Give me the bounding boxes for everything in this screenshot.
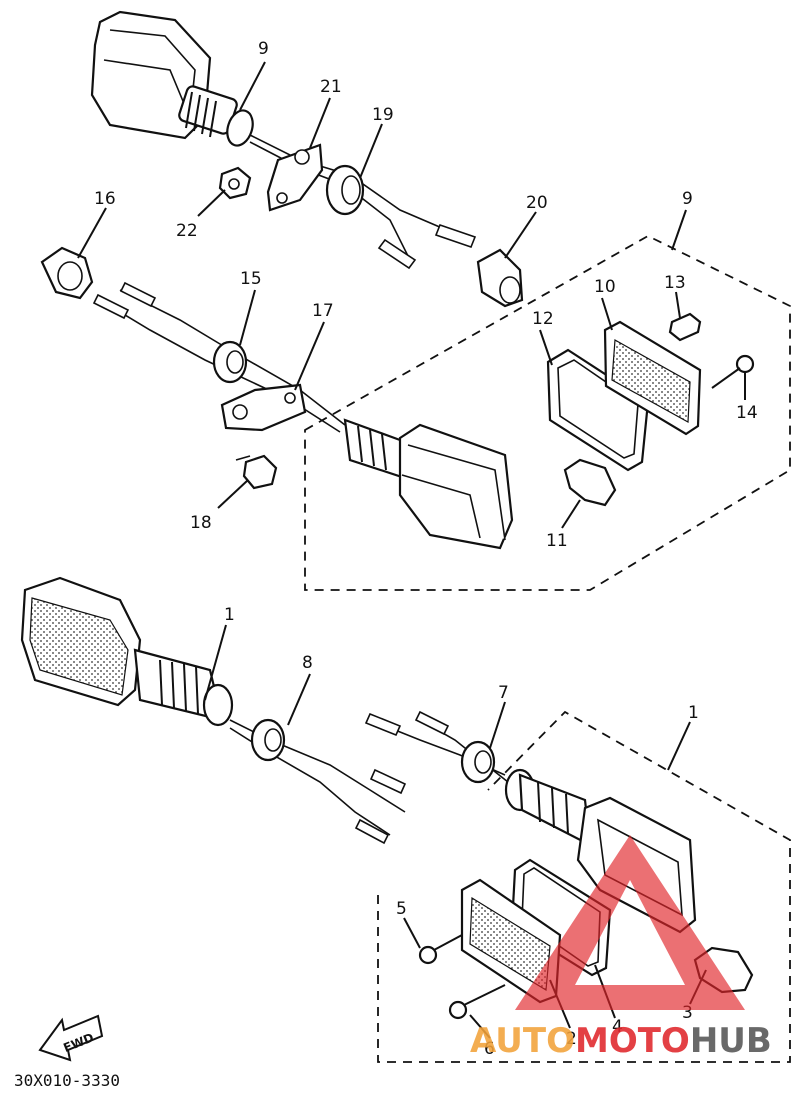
flasher-light-assembly-middle bbox=[92, 281, 514, 550]
callout-20: 20 bbox=[526, 193, 548, 213]
screw-6 bbox=[448, 984, 506, 1020]
callout-13: 13 bbox=[664, 273, 686, 293]
callout-8: 8 bbox=[302, 653, 313, 673]
lens-10 bbox=[603, 320, 702, 436]
gasket-12 bbox=[546, 348, 650, 472]
callout-6: 6 bbox=[484, 1039, 495, 1059]
watermark-hub: HUB bbox=[690, 1021, 772, 1061]
callout-19: 19 bbox=[372, 105, 394, 125]
flasher-light-assembly-top bbox=[90, 10, 477, 270]
grommet-16 bbox=[40, 246, 94, 300]
callout-2: 2 bbox=[566, 1029, 577, 1049]
grommet-19 bbox=[325, 164, 365, 216]
group-box-1 bbox=[377, 710, 791, 1063]
bolt-18 bbox=[235, 454, 278, 490]
screw-13 bbox=[668, 312, 702, 342]
group-box-9 bbox=[304, 234, 791, 591]
callout-17: 17 bbox=[312, 301, 334, 321]
callout-14: 14 bbox=[736, 403, 758, 423]
callout-18: 18 bbox=[190, 513, 212, 533]
screw-14 bbox=[711, 354, 755, 389]
bulb-11 bbox=[563, 458, 617, 507]
callout-9b: 9 bbox=[682, 189, 693, 209]
callout-5: 5 bbox=[396, 899, 407, 919]
fwd-arrow: FWD bbox=[38, 1014, 104, 1062]
callout-15: 15 bbox=[240, 269, 262, 289]
callout-1b: 1 bbox=[688, 703, 699, 723]
screw-5 bbox=[418, 934, 463, 965]
watermark-triangle-icon bbox=[515, 835, 745, 1010]
drawing-code: 30X010-3330 bbox=[14, 1071, 120, 1090]
grommet-20 bbox=[476, 248, 524, 308]
callout-labels: 9 21 19 16 22 20 9 15 17 10 13 12 14 18 … bbox=[94, 39, 758, 1059]
callout-4: 4 bbox=[612, 1017, 623, 1037]
callout-1a: 1 bbox=[224, 605, 235, 625]
bracket-17 bbox=[220, 383, 307, 432]
automotohub-watermark: AUTOMOTOHUB bbox=[470, 835, 772, 1061]
callout-7: 7 bbox=[498, 683, 509, 703]
bracket-21 bbox=[266, 143, 324, 212]
callout-21: 21 bbox=[320, 77, 342, 97]
grommet-8 bbox=[250, 718, 286, 762]
callout-22: 22 bbox=[176, 221, 198, 241]
grommet-7 bbox=[460, 740, 496, 784]
watermark-auto: AUTO bbox=[470, 1021, 575, 1061]
callout-10: 10 bbox=[594, 277, 616, 297]
callout-12: 12 bbox=[532, 309, 554, 329]
flasher-light-assembly-bottom-left bbox=[20, 576, 407, 845]
callout-16: 16 bbox=[94, 189, 116, 209]
callout-11: 11 bbox=[546, 531, 568, 551]
callout-9a: 9 bbox=[258, 39, 269, 59]
watermark-moto: MOTO bbox=[575, 1021, 690, 1061]
bolt-22 bbox=[218, 166, 252, 200]
callout-3: 3 bbox=[682, 1003, 693, 1023]
grommet-15 bbox=[212, 340, 248, 384]
svg-text:AUTOMOTOHUB: AUTOMOTOHUB bbox=[470, 1021, 772, 1061]
